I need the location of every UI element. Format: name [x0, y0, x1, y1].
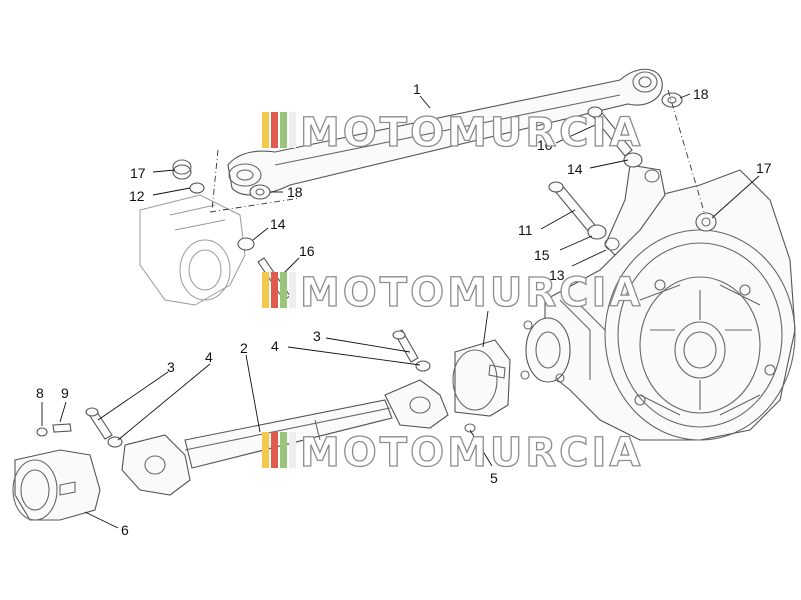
- watermark-text: MOTOMURCIA: [300, 270, 643, 316]
- callout-2: 2: [240, 340, 248, 356]
- final-drive-housing: [544, 169, 796, 441]
- bushing-17-right: [695, 212, 717, 232]
- washer-15: [587, 224, 607, 240]
- bolt-3-right: [392, 329, 419, 363]
- bushing-18-right: [661, 92, 683, 108]
- leader-lines: [41, 93, 760, 529]
- watermark-stripe: [280, 112, 287, 148]
- callout-18-right: 18: [693, 86, 709, 102]
- bushing-18-left: [249, 184, 271, 200]
- oring-5: [464, 423, 476, 433]
- watermark-middle: MOTOMURCIA: [262, 269, 643, 317]
- washer-14-left: [237, 237, 255, 251]
- watermark-stripe: [262, 432, 269, 468]
- watermark-text: MOTOMURCIA: [300, 110, 643, 156]
- bolt-3-left: [85, 407, 113, 440]
- callout-6: 6: [121, 522, 129, 538]
- callout-4-lower: 4: [205, 349, 213, 365]
- washer-8: [36, 427, 48, 437]
- callout-14-right: 14: [567, 161, 583, 177]
- callout-1: 1: [413, 81, 421, 97]
- watermark-stripe: [271, 112, 278, 148]
- callout-5: 5: [490, 470, 498, 486]
- cover-5: [452, 339, 511, 417]
- watermark-bottom: MOTOMURCIA: [262, 429, 643, 477]
- callout-9: 9: [61, 385, 69, 401]
- boot-6: [12, 449, 101, 521]
- callout-11: 11: [518, 222, 533, 238]
- bracket: [604, 164, 666, 256]
- watermark-stripe: [280, 432, 287, 468]
- pinion-flange: [520, 317, 571, 383]
- screw-9: [52, 423, 72, 433]
- bolt-11: [548, 181, 596, 232]
- watermark-text: MOTOMURCIA: [300, 430, 643, 476]
- watermark-top: MOTOMURCIA: [262, 109, 643, 157]
- washer-4-right: [415, 360, 431, 372]
- washer-14-right: [623, 152, 643, 168]
- callout-8: 8: [36, 385, 44, 401]
- callout-17-left: 17: [130, 165, 146, 181]
- watermark-stripe: [289, 272, 296, 308]
- watermark-stripe: [280, 272, 287, 308]
- callout-3-lower: 3: [167, 359, 175, 375]
- callout-4-upper: 4: [271, 338, 279, 354]
- bushing-17-left: [172, 159, 192, 180]
- watermark-stripe: [289, 432, 296, 468]
- watermark-stripe: [289, 112, 296, 148]
- callout-14-left: 14: [270, 216, 286, 232]
- callout-18-left: 18: [287, 184, 303, 200]
- watermark-stripe: [271, 432, 278, 468]
- callout-10: 10: [537, 137, 553, 153]
- callout-17-right: 17: [756, 160, 772, 176]
- callout-16: 16: [299, 243, 315, 259]
- callout-12: 12: [129, 188, 145, 204]
- washer-12: [189, 182, 205, 194]
- watermark-stripe: [271, 272, 278, 308]
- watermark-stripe: [262, 272, 269, 308]
- callout-labels: 1 2 3 3 4 4 5 6 8 9 10 11 12 13 14 14 15…: [36, 81, 772, 538]
- drive-shaft: [121, 379, 449, 496]
- callout-15: 15: [534, 247, 550, 263]
- callout-3-upper: 3: [313, 328, 321, 344]
- callout-13: 13: [549, 267, 565, 283]
- bolt-10: [587, 106, 633, 157]
- watermark-stripe: [262, 112, 269, 148]
- frame-ghost: [139, 194, 246, 306]
